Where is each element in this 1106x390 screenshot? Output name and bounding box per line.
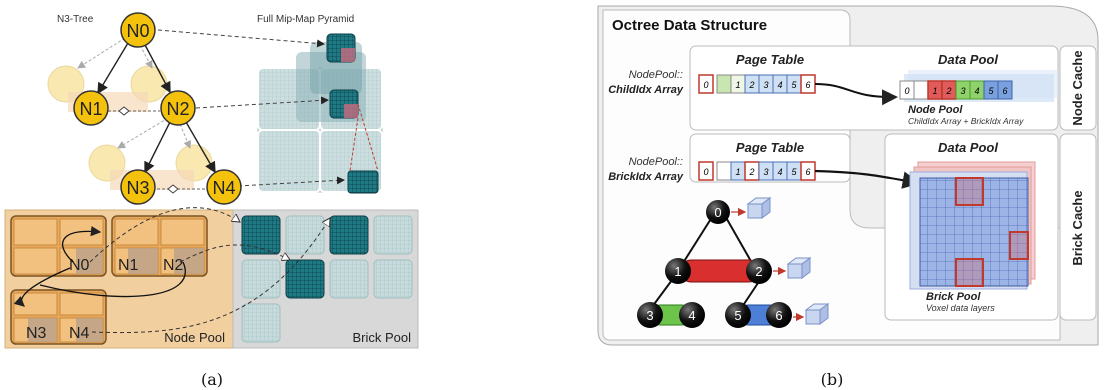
node-pool-label: Node Pool bbox=[164, 330, 225, 345]
pt2-idx-4: 4 bbox=[777, 167, 782, 177]
mipmap-pyramid bbox=[257, 33, 383, 194]
pyramid-title: Full Mip-Map Pyramid bbox=[257, 14, 354, 25]
tree-node-n2: N2 bbox=[160, 90, 196, 126]
tree-node-n1: N1 bbox=[73, 90, 109, 126]
pt1-idx-1: 1 bbox=[735, 80, 740, 90]
pool-cell-n1: N1 bbox=[118, 257, 139, 274]
pool-cell-n4: N4 bbox=[69, 325, 90, 342]
nodepool-prefix-2: NodePool:: bbox=[629, 156, 683, 168]
octree-node-0: 0 bbox=[706, 200, 730, 224]
node-label: N3 bbox=[126, 178, 149, 198]
brick-cube-icon bbox=[731, 197, 772, 219]
pt1-idx-0: 0 bbox=[703, 80, 708, 90]
np-idx-6: 6 bbox=[1002, 86, 1007, 96]
np-idx-1: 1 bbox=[932, 86, 937, 96]
tree-title: N3-Tree bbox=[57, 14, 94, 25]
np-idx-3: 3 bbox=[960, 86, 965, 96]
brick-cache-label: Brick Cache bbox=[1070, 190, 1085, 265]
pt2-idx-6: 6 bbox=[805, 167, 810, 177]
child-array-label: ChildIdx Array bbox=[608, 84, 684, 96]
caption-a: (a) bbox=[201, 370, 223, 389]
np-idx-4: 4 bbox=[974, 86, 979, 96]
svg-text:5: 5 bbox=[734, 308, 741, 323]
brick-pool-sub: Voxel data layers bbox=[926, 303, 995, 313]
node-cache-label: Node Cache bbox=[1070, 50, 1085, 125]
octree-node-4: 4 bbox=[679, 302, 705, 328]
octree-node-2: 2 bbox=[746, 258, 772, 284]
brick-pool-volume: Brick Pool Voxel data layers bbox=[909, 161, 1036, 313]
brick-links bbox=[89, 207, 330, 334]
pool-cell-n3: N3 bbox=[26, 325, 47, 342]
tree-node-n3: N3 bbox=[120, 169, 156, 205]
svg-text:6: 6 bbox=[775, 308, 782, 323]
tree-edges bbox=[77, 29, 345, 194]
data-pool-title-1: Data Pool bbox=[938, 52, 998, 67]
brick-pool: Brick Pool bbox=[232, 209, 419, 349]
np-idx-5: 5 bbox=[988, 86, 994, 96]
node-pool-sub: ChildIdx Array + BrickIdx Array bbox=[908, 116, 1024, 126]
panel-b-title: Octree Data Structure bbox=[612, 17, 767, 34]
brick-pool-label: Brick Pool bbox=[352, 330, 411, 345]
svg-text:3: 3 bbox=[646, 308, 653, 323]
node-label: N4 bbox=[212, 178, 235, 198]
brick-cube-icon bbox=[793, 303, 830, 325]
node-pool: N0 N1 N2 N3 N4 Node Pool bbox=[4, 209, 234, 349]
data-pool-title-2: Data Pool bbox=[938, 140, 998, 155]
brick-array-label: BrickIdx Array bbox=[608, 171, 684, 183]
panel-b: Octree Data Structure Node Cache Page Ta… bbox=[597, 5, 1099, 389]
pt1-idx-3: 3 bbox=[763, 80, 768, 90]
octree-node-1: 1 bbox=[665, 258, 691, 284]
node-label: N2 bbox=[166, 99, 189, 119]
svg-text:0: 0 bbox=[714, 205, 721, 220]
pt1-idx-4: 4 bbox=[777, 80, 782, 90]
octree-node-3: 3 bbox=[637, 302, 663, 328]
svg-text:1: 1 bbox=[674, 264, 681, 279]
pt2-idx-5: 5 bbox=[791, 167, 797, 177]
tree-node-n0: N0 bbox=[120, 12, 156, 48]
pool-cell-n2: N2 bbox=[163, 257, 184, 274]
node-pool-data: 0 1 2 3 4 5 6 Node Pool ChildIdx Array +… bbox=[899, 70, 1058, 126]
node-label: N1 bbox=[79, 99, 102, 119]
pool-cell-n0: N0 bbox=[69, 257, 90, 274]
page-table-title-1: Page Table bbox=[736, 52, 804, 67]
pt1-idx-6: 6 bbox=[805, 80, 810, 90]
tree-node-n4: N4 bbox=[206, 169, 242, 205]
octree-illustration: 0 1 2 3 4 5 6 bbox=[637, 197, 830, 328]
svg-text:4: 4 bbox=[688, 308, 695, 323]
pt1-idx-2: 2 bbox=[748, 80, 754, 90]
np-idx-0: 0 bbox=[904, 86, 909, 96]
svg-text:2: 2 bbox=[755, 264, 762, 279]
nodepool-prefix-1: NodePool:: bbox=[629, 69, 683, 81]
panel-a: N3-Tree Full Mip-Map Pyramid bbox=[4, 12, 419, 389]
brick-cube-icon bbox=[773, 257, 812, 279]
octree-node-5: 5 bbox=[725, 302, 751, 328]
node-pool-title: Node Pool bbox=[908, 104, 963, 116]
brick-pool-title: Brick Pool bbox=[926, 291, 981, 303]
node-label: N0 bbox=[126, 21, 149, 41]
page-table-title-2: Page Table bbox=[736, 140, 804, 155]
brick-page-table: 0 1 2 3 4 5 6 bbox=[698, 161, 816, 181]
pt2-idx-0: 0 bbox=[703, 167, 708, 177]
pt2-idx-3: 3 bbox=[763, 167, 768, 177]
octree-node-6: 6 bbox=[766, 302, 792, 328]
pt2-idx-2: 2 bbox=[748, 167, 754, 177]
pt1-idx-5: 5 bbox=[791, 80, 797, 90]
pt2-idx-1: 1 bbox=[735, 167, 740, 177]
caption-b: (b) bbox=[821, 370, 844, 389]
child-page-table: 0 1 2 3 4 5 6 bbox=[698, 74, 816, 94]
np-idx-2: 2 bbox=[945, 86, 951, 96]
